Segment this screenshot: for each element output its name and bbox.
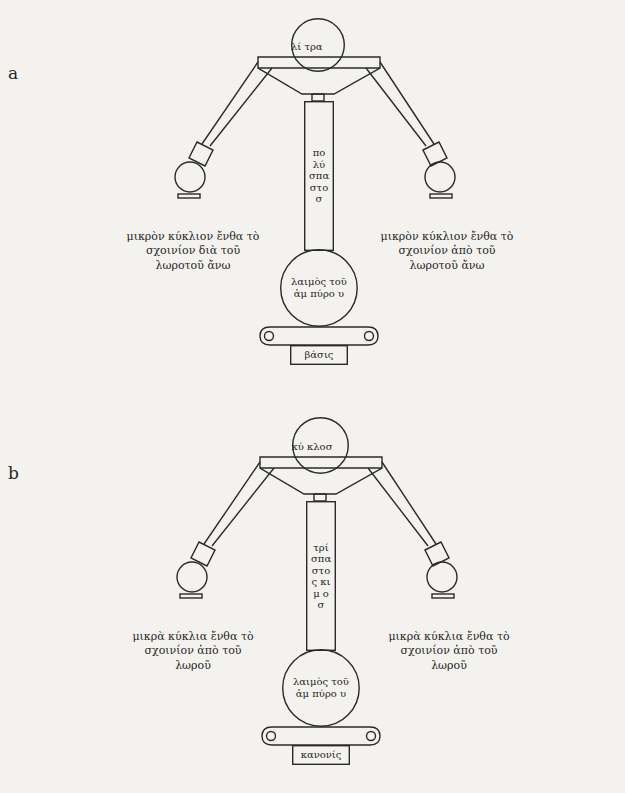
top-circle: λί τρα [291,18,345,72]
neck-circle: λαιμὸς τοῦ ἀμ πύρο υ [280,249,358,327]
circle-outline [292,417,348,473]
text-holder: πο λύ σπα στο σ [304,101,334,251]
part-note: μικρὰ κύκλια ἔνθα τὸ σχοινίον ἀπὸ τοῦ λω… [126,630,260,673]
neck-circle: λαιμὸς τοῦ ἀμ πύρο υ [282,649,360,727]
shaft-column: τρί σπα στο ς κι μ ο σ [306,501,336,651]
part-name: λί τρα [291,41,323,53]
base-box: κανονίς [292,745,350,765]
part-name: κύ κλοσ [292,441,333,453]
panel-letter: a [8,62,38,84]
box-outline [307,502,336,651]
shaft-column: πο λύ σπα στο σ [304,101,334,251]
text-holder: λί τρα [291,18,345,72]
part-name: βάσις [305,349,334,361]
part-name: πο λύ σπα στο σ [309,147,329,205]
device-a [175,57,455,345]
text-holder: λαιμὸς τοῦ ἀμ πύρο υ [282,649,360,727]
top-circle: κύ κλοσ [292,417,349,474]
part-name: λαιμὸς τοῦ ἀμ πύρο υ [288,676,354,699]
part-note: μικρὸν κύκλιον ἔνθα τὸ σχοινίον διὰ τοῦ … [126,230,260,273]
device-b [177,457,457,745]
panel-letter: b [8,462,38,484]
circle-outline [281,250,357,326]
part-note: μικρὸν κύκλιον ἔνθα τὸ σχοινίον ἀπὸ τοῦ … [380,230,514,273]
part-name: τρί σπα στο ς κι μ ο σ [311,542,331,611]
box-outline [305,102,334,251]
text-holder: κανονίς [292,745,350,765]
base-box: βάσις [290,345,348,365]
circle-outline [283,650,359,726]
circle-outline [292,19,345,72]
box-outline [291,346,348,365]
text-holder: κύ κλοσ [292,417,349,474]
text-holder: βάσις [290,345,348,365]
text-holder: τρί σπα στο ς κι μ ο σ [306,501,336,651]
part-name: λαιμὸς τοῦ ἀμ πύρο υ [286,276,352,299]
box-outline [293,746,350,765]
part-name: κανονίς [301,749,342,761]
text-holder: λαιμὸς τοῦ ἀμ πύρο υ [280,249,358,327]
part-note: μικρὰ κύκλια ἔνθα τὸ σχοινίον ἀπὸ τοῦ λω… [382,630,516,673]
